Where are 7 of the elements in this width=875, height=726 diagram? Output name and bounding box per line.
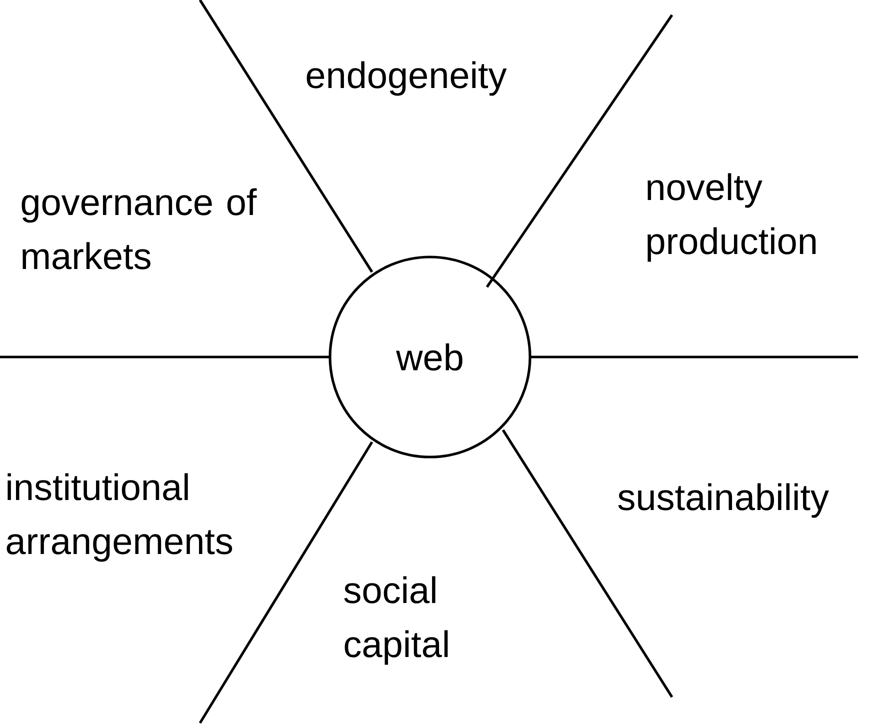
sector-label: institutional arrangements xyxy=(6,473,232,562)
circle-node: web xyxy=(328,256,532,458)
sector-label: sustainability xyxy=(618,483,829,518)
sector-label: novelty production xyxy=(648,173,816,262)
sector-label: governance of markets xyxy=(22,188,257,270)
sector-label: social capital xyxy=(344,576,448,665)
sector-label: endogeneity xyxy=(306,61,507,96)
